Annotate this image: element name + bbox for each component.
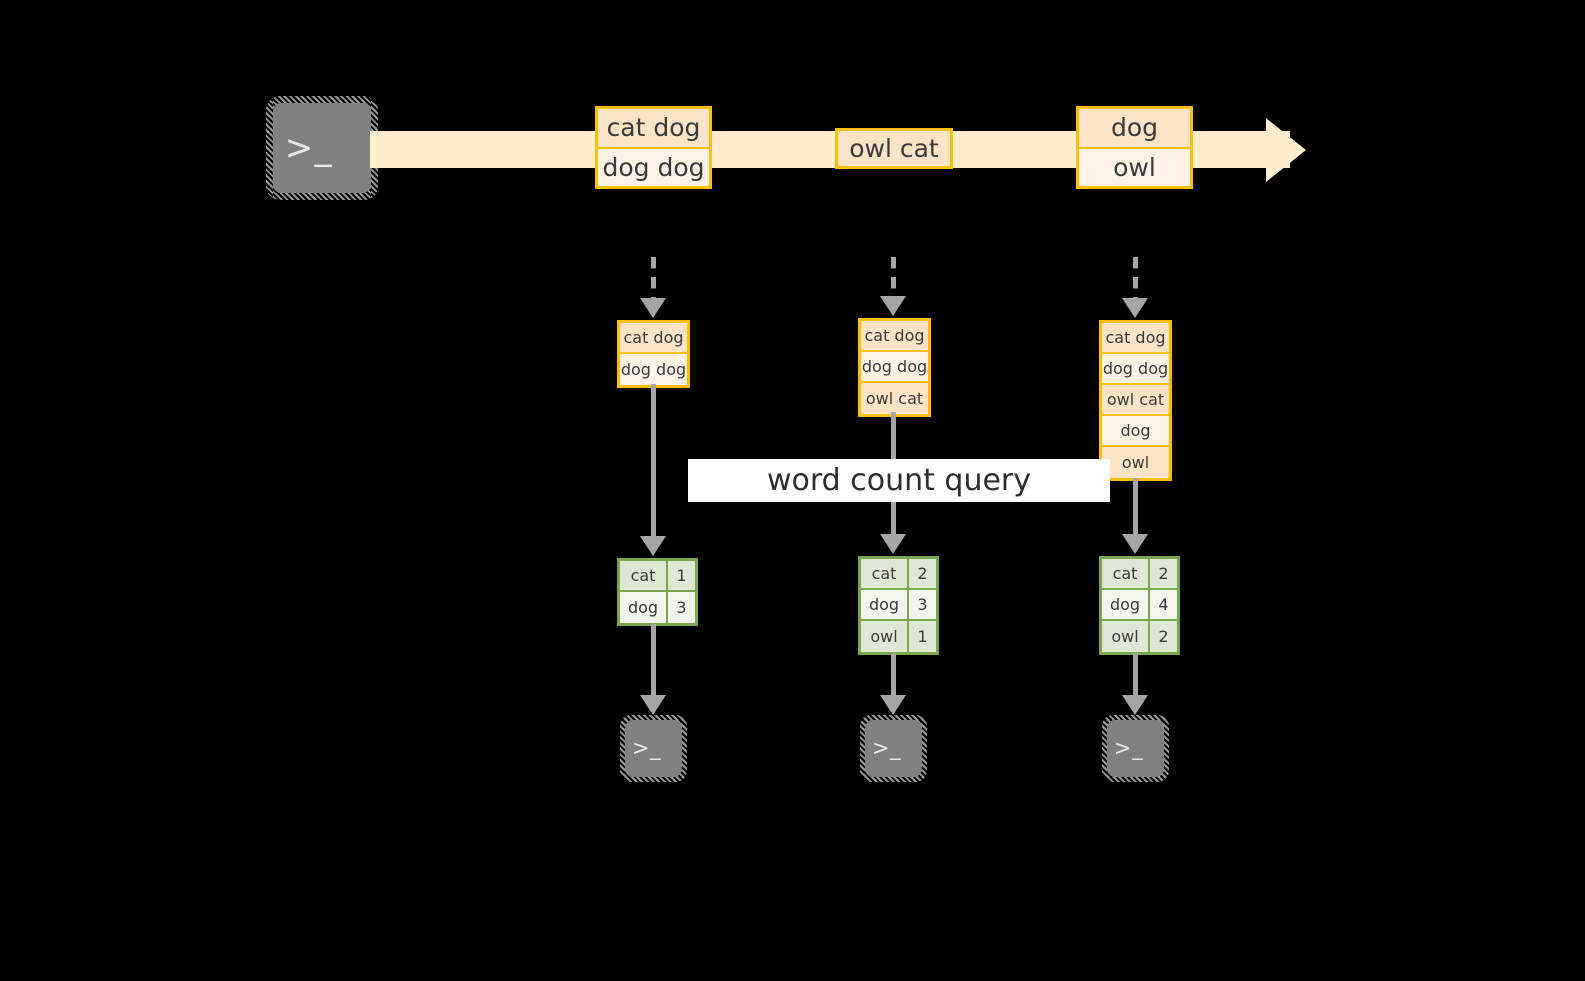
input-line: owl cat [861, 383, 928, 414]
result-row: owl 2 [1102, 621, 1177, 652]
stream-event-line: owl [1079, 148, 1190, 186]
snapshot-3-query-line [1133, 478, 1138, 536]
stream-event-group-2[interactable]: owl cat [835, 128, 953, 169]
input-line: dog [1102, 416, 1169, 447]
result-row: cat 2 [861, 559, 936, 590]
snapshot-1-result-table[interactable]: cat 1 dog 3 [617, 558, 698, 626]
result-count: 1 [909, 621, 936, 652]
result-word: cat [620, 561, 668, 590]
snapshot-3-result-table[interactable]: cat 2 dog 4 owl 2 [1099, 556, 1180, 655]
result-word: dog [861, 590, 909, 619]
snapshot-1-trigger-line [651, 257, 656, 300]
input-line: cat dog [1102, 323, 1169, 354]
result-count: 2 [1150, 559, 1177, 588]
terminal-prompt-icon: >_ [1113, 736, 1144, 760]
source-terminal-surface: >_ [273, 103, 371, 193]
sink-terminal-surface: >_ [865, 720, 922, 777]
snapshot-3-query-arrowhead-icon [1122, 534, 1148, 554]
sink-terminal-surface: >_ [625, 720, 682, 777]
input-line: owl cat [1102, 385, 1169, 416]
snapshot-1-query-arrowhead-icon [640, 536, 666, 556]
stream-event-group-1[interactable]: cat dog dog dog [595, 106, 712, 189]
result-count: 1 [668, 561, 695, 590]
input-line: cat dog [861, 321, 928, 352]
snapshot-1-sink-line [651, 624, 656, 697]
result-row: dog 3 [861, 590, 936, 621]
stream-event-line: cat dog [598, 109, 709, 149]
snapshot-2-sink-arrowhead-icon [880, 695, 906, 715]
sink-terminal-surface: >_ [1107, 720, 1164, 777]
snapshot-2-sink-terminal[interactable]: >_ [860, 715, 927, 782]
result-word: dog [620, 592, 668, 623]
terminal-prompt-icon: >_ [871, 736, 902, 760]
terminal-prompt-icon: >_ [284, 128, 333, 168]
snapshot-2-query-arrowhead-icon [880, 534, 906, 554]
snapshot-1-query-line [651, 384, 656, 538]
stream-event-line: dog dog [598, 148, 709, 186]
input-line: owl [1102, 447, 1169, 478]
stream-event-line: owl cat [838, 131, 950, 166]
source-terminal[interactable]: >_ [266, 96, 378, 200]
result-word: cat [1102, 559, 1150, 588]
result-word: owl [861, 621, 909, 652]
result-count: 3 [909, 590, 936, 619]
snapshot-2-result-table[interactable]: cat 2 dog 3 owl 1 [858, 556, 939, 655]
result-row: owl 1 [861, 621, 936, 652]
result-row: cat 1 [620, 561, 695, 592]
snapshot-1-input-table[interactable]: cat dog dog dog [617, 320, 690, 388]
snapshot-1-sink-terminal[interactable]: >_ [620, 715, 687, 782]
snapshot-3-sink-line [1133, 653, 1138, 697]
result-word: dog [1102, 590, 1150, 619]
snapshot-1-sink-arrowhead-icon [640, 695, 666, 715]
snapshot-3-input-table[interactable]: cat dog dog dog owl cat dog owl [1099, 320, 1172, 481]
snapshot-3-sink-arrowhead-icon [1122, 695, 1148, 715]
query-label: word count query [688, 459, 1110, 502]
snapshot-2-trigger-arrowhead-icon [880, 296, 906, 316]
snapshot-2-trigger-line [891, 257, 896, 299]
snapshot-3-trigger-arrowhead-icon [1122, 298, 1148, 318]
snapshot-2-input-table[interactable]: cat dog dog dog owl cat [858, 318, 931, 417]
result-word: owl [1102, 621, 1150, 652]
result-count: 2 [909, 559, 936, 588]
query-label-text: word count query [766, 463, 1032, 498]
input-line: dog dog [1102, 354, 1169, 385]
stream-arrowhead-icon [1266, 118, 1306, 182]
result-row: dog 4 [1102, 590, 1177, 621]
input-line: dog dog [620, 354, 687, 385]
terminal-prompt-icon: >_ [631, 736, 662, 760]
result-row: dog 3 [620, 592, 695, 623]
result-row: cat 2 [1102, 559, 1177, 590]
stream-event-group-3[interactable]: dog owl [1076, 106, 1193, 189]
snapshot-3-sink-terminal[interactable]: >_ [1102, 715, 1169, 782]
snapshot-3-trigger-line [1133, 257, 1138, 300]
input-line: cat dog [620, 323, 687, 354]
input-line: dog dog [861, 352, 928, 383]
snapshot-2-sink-line [891, 653, 896, 697]
result-count: 2 [1150, 621, 1177, 652]
stream-event-line: dog [1079, 109, 1190, 149]
result-count: 3 [668, 592, 695, 623]
snapshot-1-trigger-arrowhead-icon [640, 298, 666, 318]
result-word: cat [861, 559, 909, 588]
result-count: 4 [1150, 590, 1177, 619]
